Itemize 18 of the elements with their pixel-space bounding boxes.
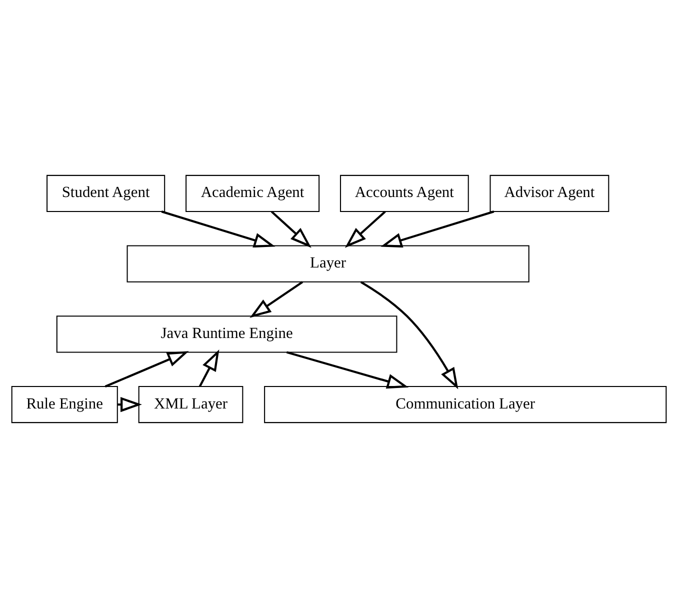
arrow xyxy=(250,281,304,318)
node-box: Java Runtime Engine xyxy=(56,316,398,353)
node-box: Advisor Agent xyxy=(490,174,610,212)
node-box: XML Layer xyxy=(138,386,244,424)
node-box: Communication Layer xyxy=(264,386,667,424)
arrow xyxy=(344,210,386,248)
node-box: Layer xyxy=(126,245,530,282)
node-box: Academic Agent xyxy=(186,174,320,212)
arrow xyxy=(286,351,409,389)
arrow xyxy=(161,210,276,248)
node-box: Rule Engine xyxy=(11,386,118,424)
node-box: Accounts Agent xyxy=(340,174,469,212)
arrow xyxy=(270,210,312,248)
arrow xyxy=(360,281,458,390)
arrow xyxy=(380,210,494,248)
arrow xyxy=(104,351,189,388)
arrow xyxy=(198,349,220,387)
node-box: Student Agent xyxy=(46,174,166,212)
